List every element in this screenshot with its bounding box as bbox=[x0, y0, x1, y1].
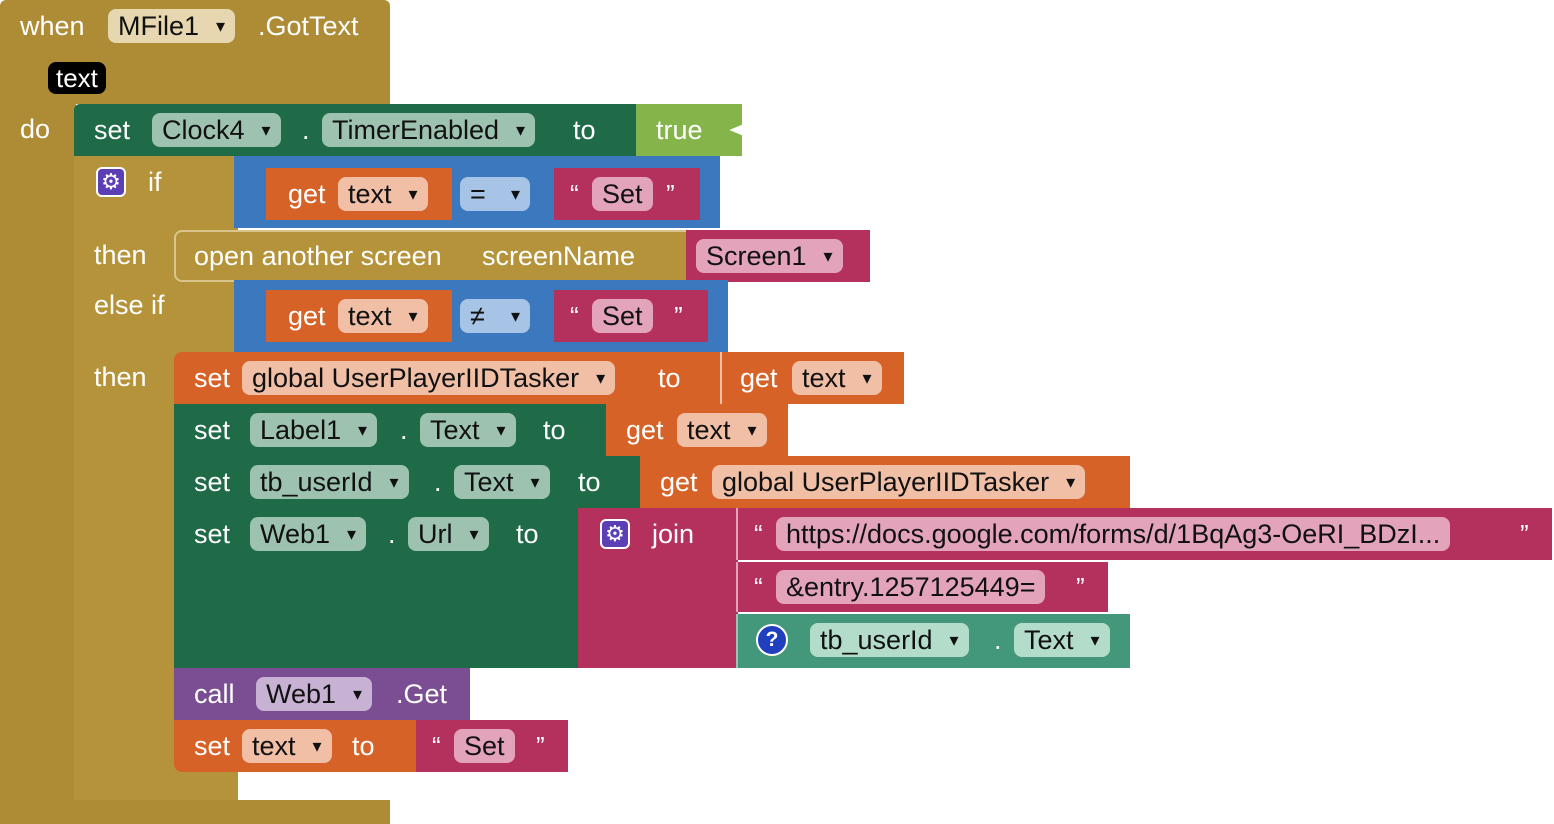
property-dropdown-text[interactable]: Text bbox=[454, 465, 550, 499]
gear-icon[interactable]: ⚙ bbox=[96, 167, 126, 197]
logic-true-block[interactable] bbox=[636, 104, 742, 156]
screenname-label: screenName bbox=[482, 241, 636, 271]
set-label: set bbox=[194, 731, 231, 761]
close-quote: ” bbox=[674, 301, 683, 331]
to-label: to bbox=[543, 415, 566, 445]
dot-label: . bbox=[434, 467, 442, 497]
to-label: to bbox=[658, 363, 681, 393]
close-quote: ” bbox=[536, 731, 545, 761]
set-label: set bbox=[194, 519, 231, 549]
set-label: set bbox=[194, 363, 231, 393]
get-label: get bbox=[740, 363, 778, 393]
to-label: to bbox=[352, 731, 375, 761]
text-field-set-3[interactable]: Set bbox=[454, 729, 515, 763]
component-dropdown-tb-userid[interactable]: tb_userId bbox=[250, 465, 409, 499]
property-dropdown-url[interactable]: Url bbox=[408, 517, 489, 551]
method-label: .Get bbox=[396, 679, 448, 709]
text-field-set-1[interactable]: Set bbox=[592, 177, 653, 211]
close-quote: ” bbox=[1076, 572, 1085, 602]
property-dropdown-text[interactable]: Text bbox=[420, 413, 516, 447]
to-label: to bbox=[578, 467, 601, 497]
get-label: get bbox=[288, 179, 326, 209]
set-label: set bbox=[94, 115, 131, 145]
component-dropdown-tb-userid[interactable]: tb_userId bbox=[810, 623, 969, 657]
variable-dropdown-text[interactable]: text bbox=[338, 177, 428, 211]
text-field-url[interactable]: https://docs.google.com/forms/d/1BqAg3-O… bbox=[776, 517, 1451, 551]
help-icon[interactable]: ? bbox=[756, 624, 788, 656]
close-quote: ” bbox=[666, 179, 675, 209]
to-label: to bbox=[573, 115, 596, 145]
if-label: if bbox=[148, 167, 162, 197]
then-label-2: then bbox=[94, 362, 147, 392]
get-label: get bbox=[660, 467, 698, 497]
join-label: join bbox=[652, 519, 695, 549]
set-label: set bbox=[194, 415, 231, 445]
text-field-entry[interactable]: &entry.1257125449= bbox=[776, 570, 1046, 604]
event-name-label: .GotText bbox=[258, 11, 359, 41]
dot-label: . bbox=[388, 519, 396, 549]
operator-dropdown-not-equals[interactable]: ≠ bbox=[460, 299, 530, 333]
screen-dropdown-screen1[interactable]: Screen1 bbox=[696, 239, 843, 273]
to-label: to bbox=[516, 519, 539, 549]
do-label: do bbox=[20, 114, 51, 144]
open-quote: “ bbox=[754, 519, 763, 549]
set-web1-url-block[interactable] bbox=[174, 508, 580, 668]
component-dropdown-web1[interactable]: Web1 bbox=[250, 517, 367, 551]
variable-dropdown-text[interactable]: text bbox=[792, 361, 882, 395]
event-param-text[interactable]: text bbox=[48, 62, 106, 94]
dot-label: . bbox=[302, 115, 310, 145]
component-dropdown-clock4[interactable]: Clock4 bbox=[152, 113, 281, 147]
variable-dropdown-text[interactable]: text bbox=[242, 729, 332, 763]
if-bottom-arm bbox=[74, 772, 234, 800]
open-another-screen-label: open another screen bbox=[194, 241, 442, 271]
text-field-set-2[interactable]: Set bbox=[592, 299, 653, 333]
then-label: then bbox=[94, 240, 147, 270]
open-quote: “ bbox=[432, 731, 441, 761]
set-label1-text-block[interactable] bbox=[174, 404, 608, 456]
else-if-label: else if bbox=[94, 290, 165, 320]
operator-dropdown-equals[interactable]: = bbox=[460, 177, 530, 211]
component-dropdown-label1[interactable]: Label1 bbox=[250, 413, 378, 447]
component-dropdown-web1[interactable]: Web1 bbox=[256, 677, 373, 711]
open-quote: “ bbox=[570, 179, 579, 209]
gear-icon[interactable]: ⚙ bbox=[600, 519, 630, 549]
true-label: true bbox=[656, 115, 703, 145]
call-label: call bbox=[194, 679, 235, 709]
get-label: get bbox=[288, 301, 326, 331]
variable-dropdown-global-userplayeriidtasker[interactable]: global UserPlayerIIDTasker bbox=[712, 465, 1086, 499]
variable-dropdown-text[interactable]: text bbox=[677, 413, 767, 447]
dot-label: . bbox=[400, 415, 408, 445]
open-quote: “ bbox=[570, 301, 579, 331]
set-label: set bbox=[194, 467, 231, 497]
property-dropdown-text[interactable]: Text bbox=[1014, 623, 1110, 657]
variable-dropdown-global-userplayeriidtasker[interactable]: global UserPlayerIIDTasker bbox=[242, 361, 616, 395]
property-dropdown-timerenabled[interactable]: TimerEnabled bbox=[322, 113, 536, 147]
get-label: get bbox=[626, 415, 664, 445]
close-quote: ” bbox=[1520, 519, 1529, 549]
dot-label: . bbox=[994, 625, 1002, 655]
open-quote: “ bbox=[754, 572, 763, 602]
variable-dropdown-text[interactable]: text bbox=[338, 299, 428, 333]
component-dropdown-mfile1[interactable]: MFile1 bbox=[108, 9, 236, 43]
event-side-bar bbox=[0, 100, 76, 824]
when-label: when bbox=[20, 11, 85, 41]
